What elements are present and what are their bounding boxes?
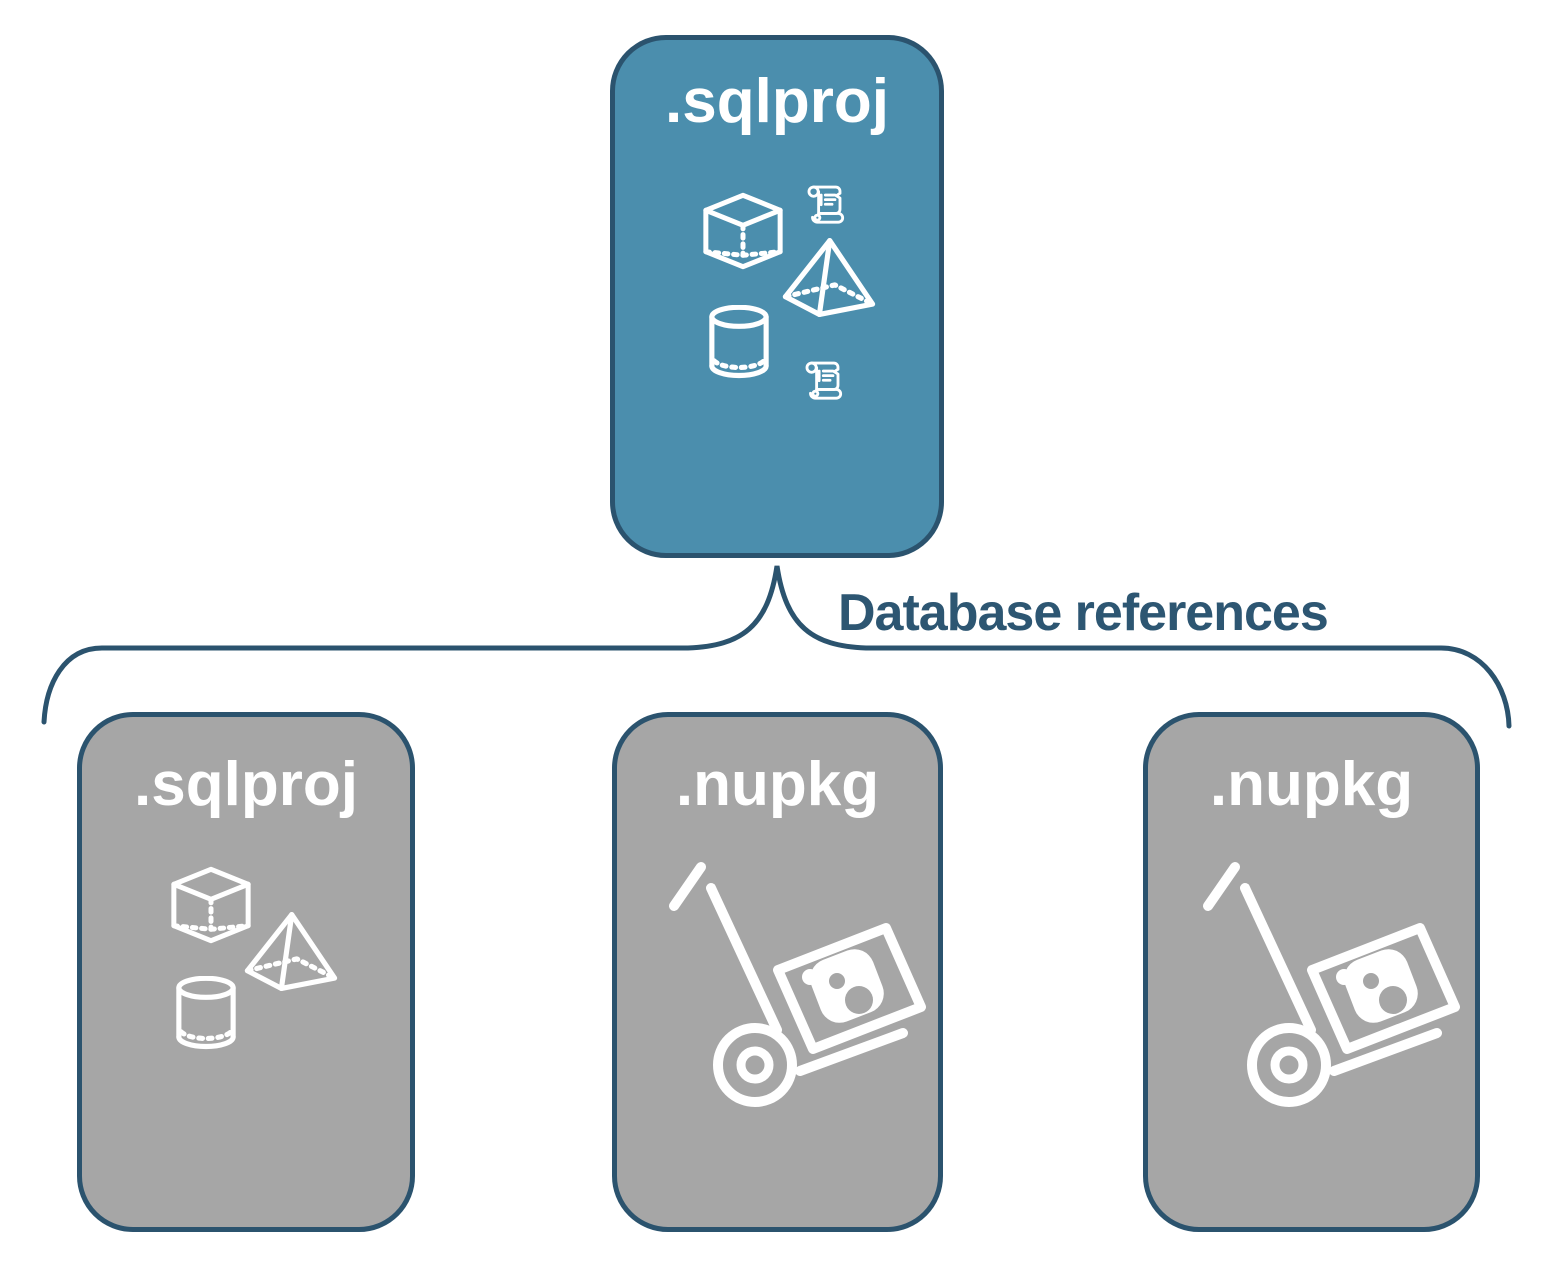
child-box-sqlproj: .sqlproj [77, 712, 415, 1232]
parent-box-sqlproj: .sqlproj [610, 35, 944, 558]
hand-truck-package-icon [1201, 855, 1466, 1120]
hand-truck-package-icon [667, 855, 932, 1120]
cylinder-icon [173, 976, 239, 1051]
parent-box-title: .sqlproj [665, 67, 889, 136]
child-box-title: .nupkg [675, 750, 880, 819]
scroll-icon [798, 353, 852, 410]
cylinder-icon [706, 305, 772, 380]
pyramid-icon [243, 910, 339, 996]
connector-label: Database references [838, 584, 1329, 642]
child-box-nupkg: .nupkg [1143, 712, 1480, 1232]
pyramid-icon [781, 236, 877, 322]
cube-icon [168, 865, 254, 945]
cube-icon [700, 191, 786, 271]
child-box-title: .nupkg [1209, 750, 1414, 819]
child-box-nupkg: .nupkg [612, 712, 943, 1232]
scroll-icon [800, 177, 854, 234]
child-box-title: .sqlproj [134, 750, 358, 819]
